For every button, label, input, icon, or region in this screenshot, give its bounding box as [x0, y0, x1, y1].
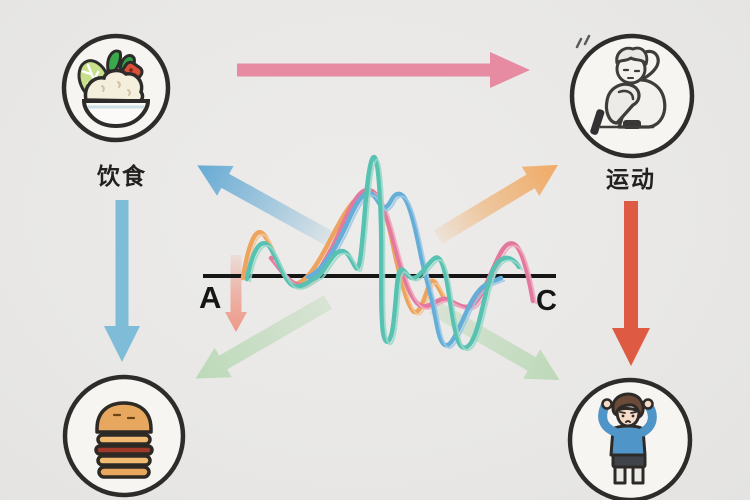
arrow-exercise-to-stress [612, 201, 650, 366]
exercise-label: 运动 [606, 166, 656, 192]
arrow-up-right-orange [433, 164, 559, 244]
burger-icon [62, 374, 186, 498]
arrow-down-left-green [195, 295, 332, 379]
salad-bowl-icon [61, 33, 171, 143]
resting-person-icon [569, 33, 695, 159]
arrow-up-left-blue [197, 165, 336, 247]
teal-curve-echo [249, 158, 523, 352]
baseline-right-label: C [536, 285, 557, 317]
diet-label: 饮食 [97, 163, 147, 189]
waveform [240, 154, 537, 352]
arrow-diet-to-burger [104, 200, 140, 362]
baseline-left-label: A [199, 280, 222, 315]
arrow-diet-to-exercise [237, 52, 530, 88]
teal-curve [244, 154, 522, 350]
stressed-person-icon [567, 377, 693, 500]
